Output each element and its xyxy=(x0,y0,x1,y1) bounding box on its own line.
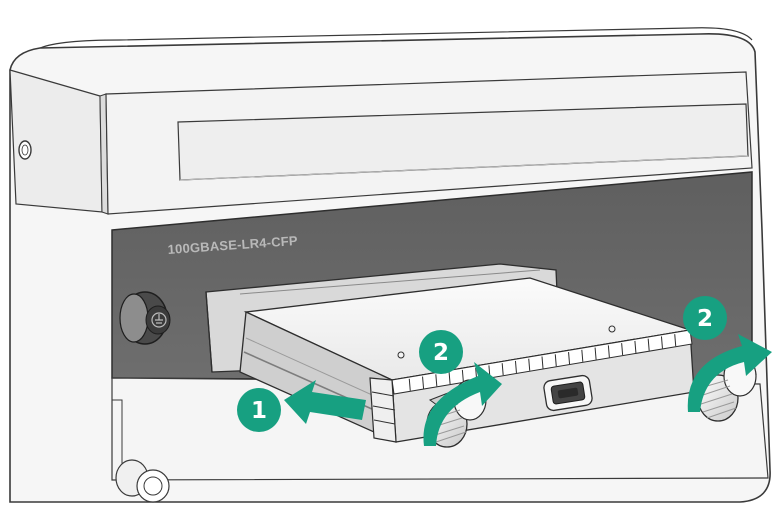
vent-slot-divider xyxy=(607,345,610,358)
svg-text:2: 2 xyxy=(433,340,449,366)
vent-slot-divider xyxy=(514,360,517,373)
vent-slot-divider xyxy=(581,349,584,362)
vent-slot-divider xyxy=(435,374,438,387)
ground-symbol-icon xyxy=(151,312,167,328)
step-2-left-badge xyxy=(419,330,463,374)
rotate-arrow-icon xyxy=(423,362,502,446)
svg-text:1: 1 xyxy=(251,398,267,424)
optical-port xyxy=(543,374,593,412)
insert-arrow-icon xyxy=(284,380,366,424)
mounting-hole xyxy=(18,140,32,160)
rotate-arrow-icon xyxy=(687,334,772,412)
vent-slot-divider xyxy=(634,340,637,353)
vent-slot-divider xyxy=(422,376,425,389)
step-1-marker: 1 xyxy=(237,380,366,432)
vent-slot-divider xyxy=(408,378,411,391)
chassis-screw xyxy=(119,291,171,345)
step-1-badge xyxy=(237,388,281,432)
vent-slot-divider xyxy=(528,358,531,371)
svg-text:2: 2 xyxy=(697,306,713,332)
vent-slot-divider xyxy=(448,372,451,385)
vent-slot-divider xyxy=(647,338,650,351)
vent-slot-divider xyxy=(461,369,464,382)
step-2-right-marker: 2 xyxy=(683,296,772,412)
vent-slot-divider xyxy=(501,363,504,376)
vent-slot-divider xyxy=(621,343,624,356)
vent-slot-divider xyxy=(568,352,571,365)
step-2-left-marker: 2 xyxy=(419,330,502,446)
lower-chassis-screw xyxy=(115,459,170,503)
vent-slot-divider xyxy=(660,336,663,349)
vent-slot-divider xyxy=(554,354,557,367)
vent-slot-divider xyxy=(674,334,677,347)
vent-slot-divider xyxy=(541,356,544,369)
vent-slot-divider xyxy=(594,347,597,360)
step-2-right-badge xyxy=(683,296,727,340)
